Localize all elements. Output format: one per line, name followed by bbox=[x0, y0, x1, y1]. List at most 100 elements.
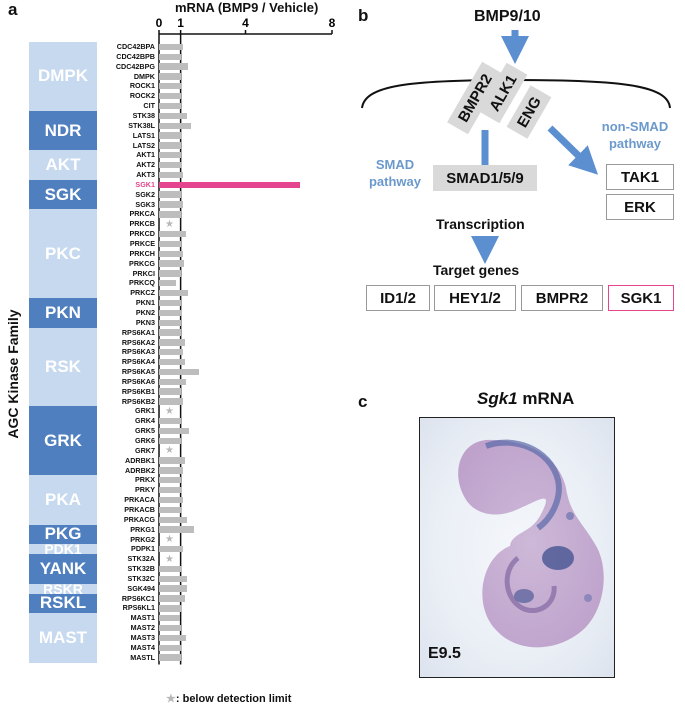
bar bbox=[159, 526, 194, 533]
gene-label: STK32A bbox=[127, 554, 155, 564]
gene-label: RPS6KL1 bbox=[122, 603, 155, 613]
family-pkg: PKG bbox=[29, 524, 97, 545]
bar bbox=[159, 83, 182, 90]
gene-label: STK32C bbox=[127, 573, 155, 583]
bar bbox=[159, 230, 187, 238]
bar bbox=[159, 605, 182, 612]
below-detection-star-icon: ★ bbox=[165, 534, 174, 545]
x-tick-label: 4 bbox=[242, 16, 249, 30]
gene-label: PRKG1 bbox=[130, 524, 155, 534]
target-sgk1: SGK1 bbox=[608, 285, 674, 311]
smad-pathway-label: SMAD pathway bbox=[365, 156, 425, 190]
smad-box: SMAD1/5/9 bbox=[433, 165, 537, 191]
gene-label: DMPK bbox=[133, 71, 155, 81]
non-smad-arrow bbox=[547, 125, 599, 175]
family-sgk: SGK bbox=[29, 179, 97, 210]
family-pkc: PKC bbox=[29, 209, 97, 299]
panel-a-ylabel: AGC Kinase Family bbox=[5, 309, 21, 439]
gene-label: PDPK1 bbox=[131, 544, 155, 554]
bar bbox=[159, 368, 199, 376]
x-tick-label: 8 bbox=[329, 16, 336, 30]
gene-label: PRKX bbox=[135, 475, 155, 485]
gene-label: GRK6 bbox=[135, 436, 155, 445]
bar bbox=[159, 506, 182, 514]
footnote: ★: below detection limit bbox=[166, 692, 291, 705]
gene-label: RPS6KA2 bbox=[121, 337, 155, 347]
gene-label: CIT bbox=[143, 101, 155, 111]
family-rsk: RSK bbox=[29, 327, 97, 407]
gene-label: RPS6KA6 bbox=[121, 376, 155, 386]
bar bbox=[159, 309, 182, 317]
gene-label: PRKCI bbox=[132, 268, 155, 278]
bar bbox=[159, 358, 185, 366]
bar bbox=[159, 378, 187, 385]
bar bbox=[159, 467, 183, 474]
bar bbox=[159, 329, 181, 336]
gene-label: PRKCB bbox=[129, 219, 155, 229]
family-rskl: RSKL bbox=[29, 593, 97, 614]
bar bbox=[159, 427, 190, 435]
panel-b-letter: b bbox=[358, 6, 369, 25]
gene-label: PRKACB bbox=[124, 504, 155, 514]
gene-label: GRK7 bbox=[135, 445, 155, 455]
gene-label: GRK1 bbox=[135, 406, 155, 416]
family-akt: AKT bbox=[29, 150, 97, 180]
gene-label: STK32B bbox=[127, 564, 155, 574]
gene-label: GRK5 bbox=[135, 426, 155, 436]
gene-label: PRKCA bbox=[129, 209, 155, 219]
bar bbox=[159, 152, 181, 159]
below-detection-star-icon: ★ bbox=[165, 445, 174, 457]
gene-label: PRKG2 bbox=[130, 534, 155, 544]
axis-title: mRNA (BMP9 / Vehicle) bbox=[175, 0, 319, 15]
transcription-label: Transcription bbox=[436, 216, 525, 232]
bar-highlight bbox=[159, 181, 300, 188]
gene-label: PKN1 bbox=[135, 298, 155, 308]
bar bbox=[159, 191, 181, 198]
panel-c-letter: c bbox=[358, 392, 368, 411]
bar bbox=[159, 575, 188, 582]
bar bbox=[159, 398, 183, 405]
bar bbox=[159, 132, 182, 139]
embryo-illustration bbox=[458, 439, 604, 648]
bar bbox=[159, 280, 177, 287]
bar bbox=[159, 201, 183, 208]
bar bbox=[159, 142, 181, 149]
footnote-text: : below detection limit bbox=[175, 693, 292, 705]
bar bbox=[159, 92, 181, 100]
gene-label: SGK3 bbox=[135, 199, 155, 209]
gene-name: Sgk1 bbox=[477, 389, 518, 408]
gene-label: LATS1 bbox=[132, 130, 155, 140]
bar bbox=[159, 644, 182, 651]
panel-a-letter: a bbox=[8, 0, 18, 19]
below-detection-star-icon: ★ bbox=[165, 553, 174, 565]
gene-label: AKT1 bbox=[136, 150, 155, 160]
gene-label: PRKCQ bbox=[129, 278, 155, 288]
panel-c-title: Sgk1 mRNA bbox=[477, 389, 574, 409]
bar bbox=[159, 486, 182, 494]
gene-label: SGK2 bbox=[135, 189, 155, 199]
family-mast: MAST bbox=[29, 613, 97, 663]
gene-label: MASTL bbox=[130, 652, 155, 662]
bar bbox=[159, 624, 181, 632]
gene-label: PKN2 bbox=[135, 307, 155, 317]
family-pkn: PKN bbox=[29, 298, 97, 328]
gene-label: PRKCH bbox=[129, 248, 155, 258]
bar bbox=[159, 457, 185, 464]
bar bbox=[159, 516, 188, 523]
non-smad-line-2: pathway bbox=[608, 136, 661, 151]
bar bbox=[159, 122, 192, 129]
bar bbox=[159, 43, 183, 51]
smad-pathway-line-2: pathway bbox=[368, 174, 421, 189]
footnote-star-icon: ★ bbox=[166, 693, 176, 705]
bar bbox=[159, 270, 181, 277]
target-hey12: HEY1/2 bbox=[434, 285, 516, 311]
gene-label: PRKACG bbox=[123, 514, 155, 524]
target-id12: ID1/2 bbox=[366, 285, 430, 311]
gene-label: LATS2 bbox=[132, 140, 155, 150]
bar bbox=[159, 250, 183, 257]
gene-label: ADRBK2 bbox=[125, 465, 155, 475]
bar bbox=[159, 63, 189, 70]
bar bbox=[159, 418, 181, 425]
bar bbox=[159, 634, 187, 642]
bar bbox=[159, 615, 180, 622]
